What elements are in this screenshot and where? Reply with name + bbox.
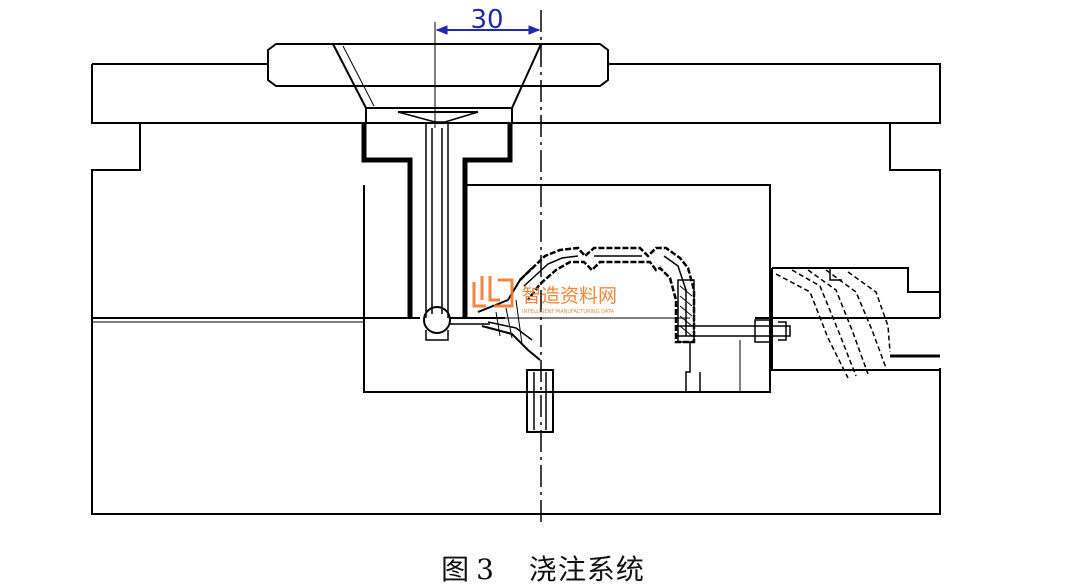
- sprue-bushing: [361, 123, 513, 318]
- side-rod: [676, 319, 791, 343]
- caption-figure-number: 3: [476, 553, 495, 586]
- dimension-30: [434, 22, 541, 128]
- push-rod: [526, 369, 554, 433]
- ejector-pin-block: [677, 279, 695, 343]
- watermark-text: 智造资料网: [522, 285, 617, 307]
- a-plate: [91, 122, 941, 318]
- sprue-cone: [332, 43, 542, 123]
- watermark-logo-icon: [472, 276, 514, 308]
- caption-figure-label: 图: [441, 553, 471, 586]
- top-clamp-plate: [91, 63, 941, 124]
- locating-ring: [267, 43, 609, 87]
- caption-title: 浇注系统: [528, 553, 645, 586]
- slide-block: [771, 267, 940, 379]
- watermark: 智造资料网 INTELLIGENT MANUFACTURING DATA: [472, 276, 617, 315]
- parting-line: [92, 317, 940, 323]
- cold-slug-well: [423, 306, 505, 341]
- watermark-subtext: INTELLIGENT MANUFACTURING DATA: [522, 309, 615, 315]
- cavity-insert-block: [363, 184, 771, 393]
- insert-step: [685, 340, 741, 392]
- dimension-label: 30: [470, 5, 503, 35]
- b-plate: [91, 318, 941, 515]
